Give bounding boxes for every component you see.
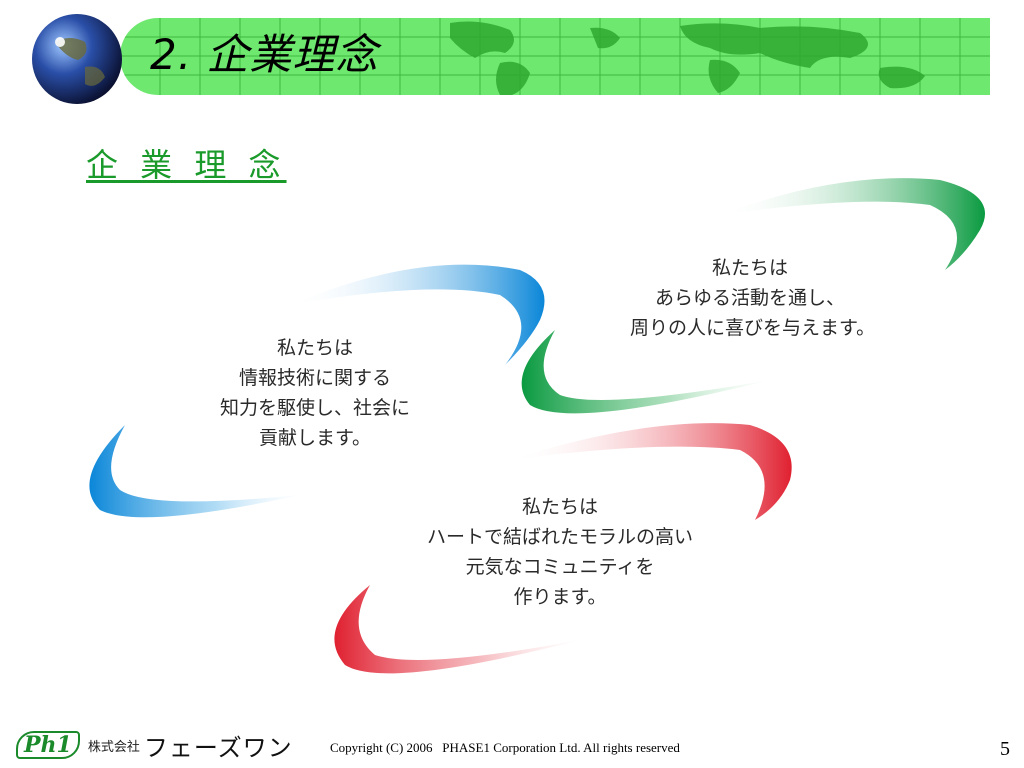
globe-icon xyxy=(32,14,122,104)
header-banner xyxy=(120,18,990,95)
ph1-logo-mark: Ph1 xyxy=(16,731,80,759)
philosophy-blue-line: 知力を駆使し、社会に xyxy=(219,397,410,419)
philosophy-green-line: 周りの人に喜びを与えます。 xyxy=(630,317,876,339)
green-swoosh-top xyxy=(720,178,985,270)
philosophy-blue-line: 貢献します。 xyxy=(258,427,372,449)
page-title: 2. 企業理念 xyxy=(150,30,379,79)
philosophy-red-line: ハートで結ばれたモラルの高い xyxy=(426,526,693,548)
section-heading: 企 業 理 念 xyxy=(86,146,287,184)
blue-swoosh-top xyxy=(290,264,545,365)
philosophy-red-line: 作ります。 xyxy=(513,586,607,608)
blue-swoosh-bottom xyxy=(89,425,300,518)
company-kind: 株式会社 xyxy=(87,739,140,755)
philosophy-blue: 私たちは 情報技術に関する 知力を駆使し、社会に 貢献します。 xyxy=(200,333,430,453)
copyright-text: Copyright (C) 2006 PHASE1 Corporation Lt… xyxy=(330,740,680,755)
page-number: 5 xyxy=(1000,738,1010,760)
philosophy-green: 私たちは あらゆる活動を通し、 周りの人に喜びを与えます。 xyxy=(630,253,876,343)
philosophy-blue-line: 情報技術に関する xyxy=(238,367,391,389)
company-logo: Ph1 株式会社 フェーズワン xyxy=(16,728,293,762)
philosophy-red: 私たちは ハートで結ばれたモラルの高い 元気なコミュニティを 作ります。 xyxy=(420,492,700,612)
philosophy-green-line: 私たちは xyxy=(711,257,788,279)
red-swoosh-bottom xyxy=(334,585,580,674)
philosophy-red-line: 元気なコミュニティを xyxy=(465,556,655,578)
philosophy-green-line: あらゆる活動を通し、 xyxy=(654,287,845,309)
world-map-grid xyxy=(120,18,990,95)
company-name: フェーズワン xyxy=(143,733,293,762)
red-swoosh-top xyxy=(510,423,792,520)
green-swoosh-bottom xyxy=(521,330,770,414)
philosophy-blue-line: 私たちは xyxy=(276,337,353,359)
philosophy-red-line: 私たちは xyxy=(521,496,598,518)
